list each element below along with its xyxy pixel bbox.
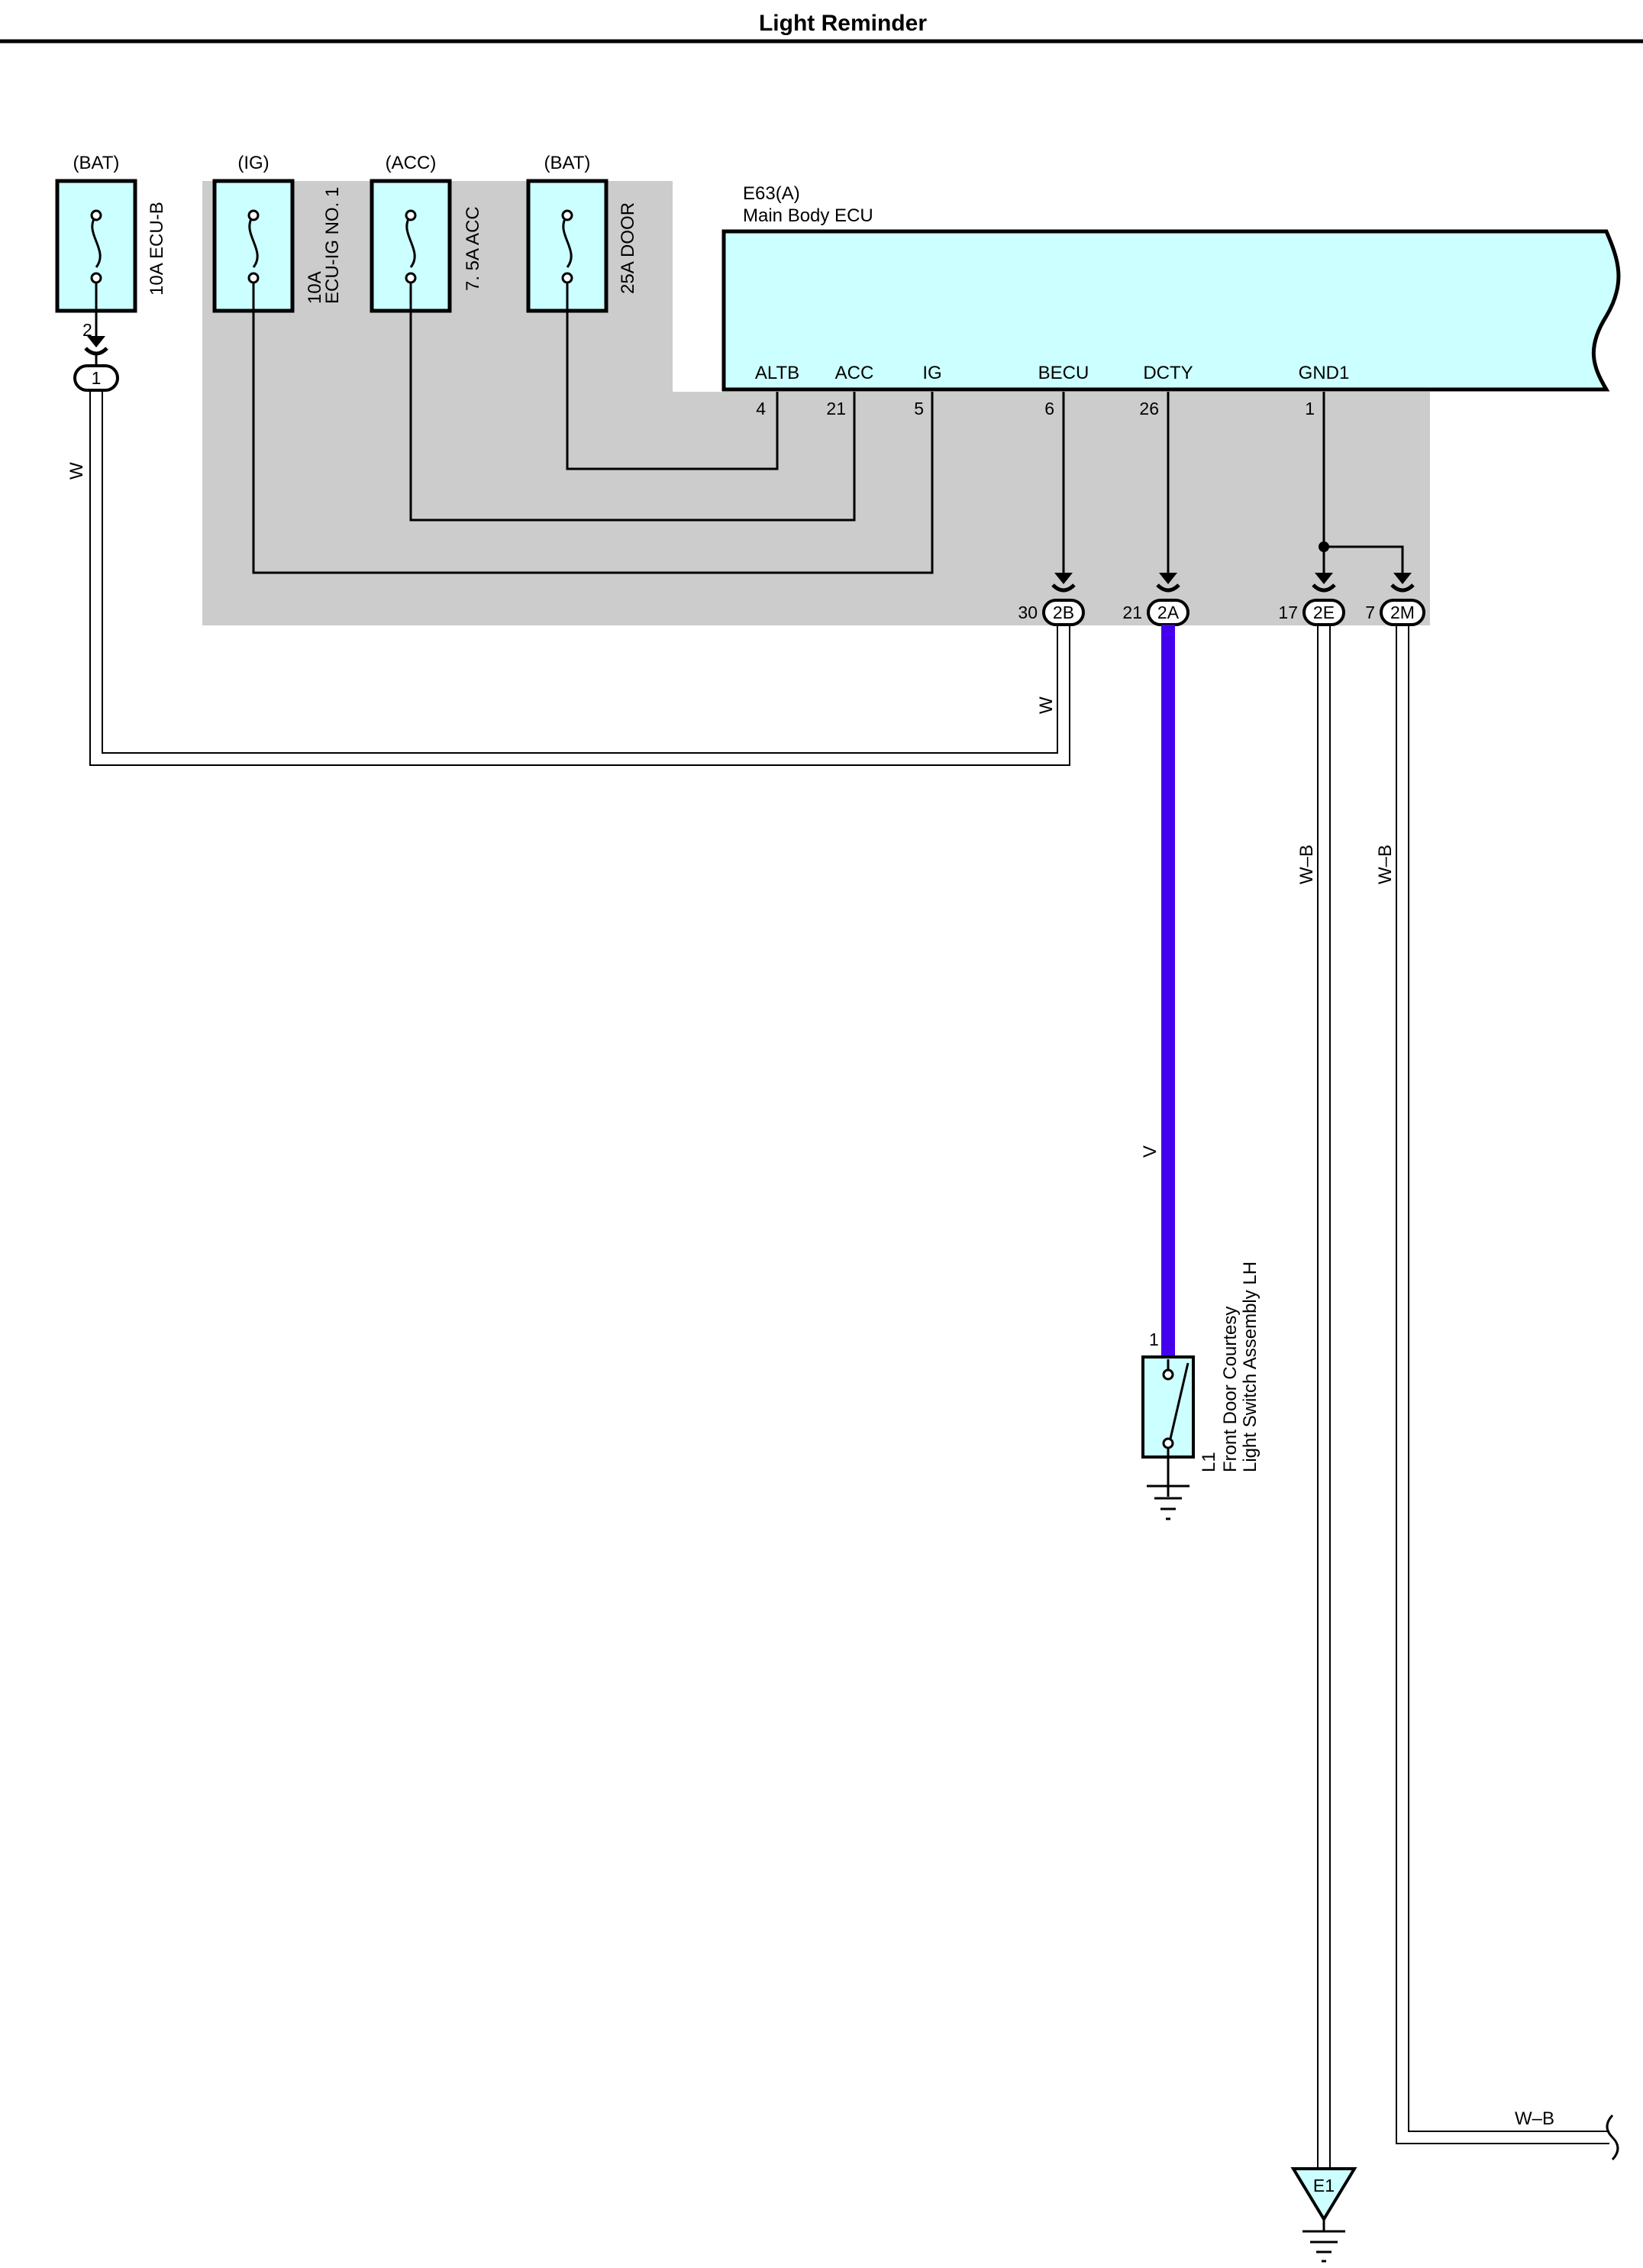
ecu-terminal-name: GND1 (1299, 363, 1350, 383)
junction-connector (1302, 599, 1345, 626)
ecu-pin-number: 1 (1305, 399, 1315, 418)
ground-point-e1 (1290, 2167, 1357, 2222)
page-title: Light Reminder (759, 11, 927, 36)
ecu-terminal-name: IG (922, 363, 941, 383)
fuse-source-label: (BAT) (73, 153, 120, 173)
ecu-terminal-name: DCTY (1143, 363, 1193, 383)
ecu-code: E63(A) (743, 183, 800, 204)
fuse-rating-label: 7. 5A ACC (463, 206, 483, 291)
junction-connector (1380, 599, 1425, 626)
main-body-ecu (721, 229, 1621, 392)
fuse-connector-label: 1 (92, 368, 102, 388)
wire-violet (1161, 625, 1175, 1359)
splice-point (1319, 541, 1329, 552)
wire-color-label: W–B (1375, 845, 1396, 884)
ecu-pin-number: 6 (1044, 399, 1054, 418)
fuse-icon (405, 215, 416, 268)
fuse-rating-label: 25A DOOR (618, 202, 638, 294)
switch-name-line1: Front Door Courtesy (1220, 1307, 1241, 1472)
ecu-terminal-name: BECU (1038, 363, 1089, 383)
ecu-name: Main Body ECU (743, 205, 873, 226)
wire-continuation-icon (1606, 2114, 1619, 2161)
connector-arrow-icon (87, 336, 105, 347)
fuse-pin-number: 2 (82, 320, 92, 340)
shaded-panel (202, 181, 1430, 625)
junction-connector-label: 2E (1313, 603, 1335, 622)
junction-pin-number: 21 (1122, 603, 1142, 622)
fuse-icon (562, 215, 573, 268)
junction-pin-number: 30 (1018, 603, 1038, 622)
ecu-power-wires (252, 283, 934, 574)
switch-contact-icon (1169, 1362, 1189, 1439)
ecu-pin-number: 26 (1139, 399, 1159, 418)
fuse-icon (248, 215, 259, 268)
fuse-source-label: (ACC) (386, 153, 437, 173)
fuse-source-label: (BAT) (544, 153, 591, 173)
ecu-terminal-name: ACC (835, 363, 874, 383)
junction-pin-number: 17 (1278, 603, 1298, 622)
wire-wb (1317, 625, 1609, 2169)
ground-icon (1147, 1485, 1189, 1520)
fuse-rating-label-2: ECU-IG NO. 1 (322, 187, 343, 304)
fuse-source-label: (IG) (237, 153, 269, 173)
wire-color-label: W–B (1296, 845, 1317, 884)
ecu-pin-number: 4 (756, 399, 766, 418)
junction-pin-number: 7 (1365, 603, 1375, 622)
connector-arrow-icon (1054, 573, 1412, 584)
ground-icon (1302, 2230, 1345, 2263)
wire-color-label: W (1036, 696, 1057, 714)
junction-connector-label: 2B (1053, 603, 1074, 622)
wire-color-label: W–B (1515, 2108, 1554, 2129)
ecu-pin-number: 21 (826, 399, 846, 418)
switch-code: L1 (1199, 1452, 1219, 1472)
wire-w (89, 390, 1070, 766)
switch-name-line2: Light Switch Assembly LH (1240, 1262, 1260, 1472)
wire-color-label: V (1140, 1145, 1160, 1158)
fuse-rating-label: 10A ECU-B (147, 202, 167, 296)
ground-code: E1 (1313, 2176, 1335, 2195)
fuse-rating-label: 10A (305, 271, 325, 304)
junction-connector-label: 2A (1157, 603, 1180, 622)
junction-connector-label: 2M (1390, 603, 1415, 622)
switch-pin-number: 1 (1149, 1329, 1159, 1349)
ecu-terminal-name: ALTB (755, 363, 799, 383)
junction-connector (1042, 599, 1085, 626)
fuse-icon (91, 215, 102, 268)
ecu-pin-number: 5 (914, 399, 924, 418)
wire-color-label: W (66, 462, 87, 480)
